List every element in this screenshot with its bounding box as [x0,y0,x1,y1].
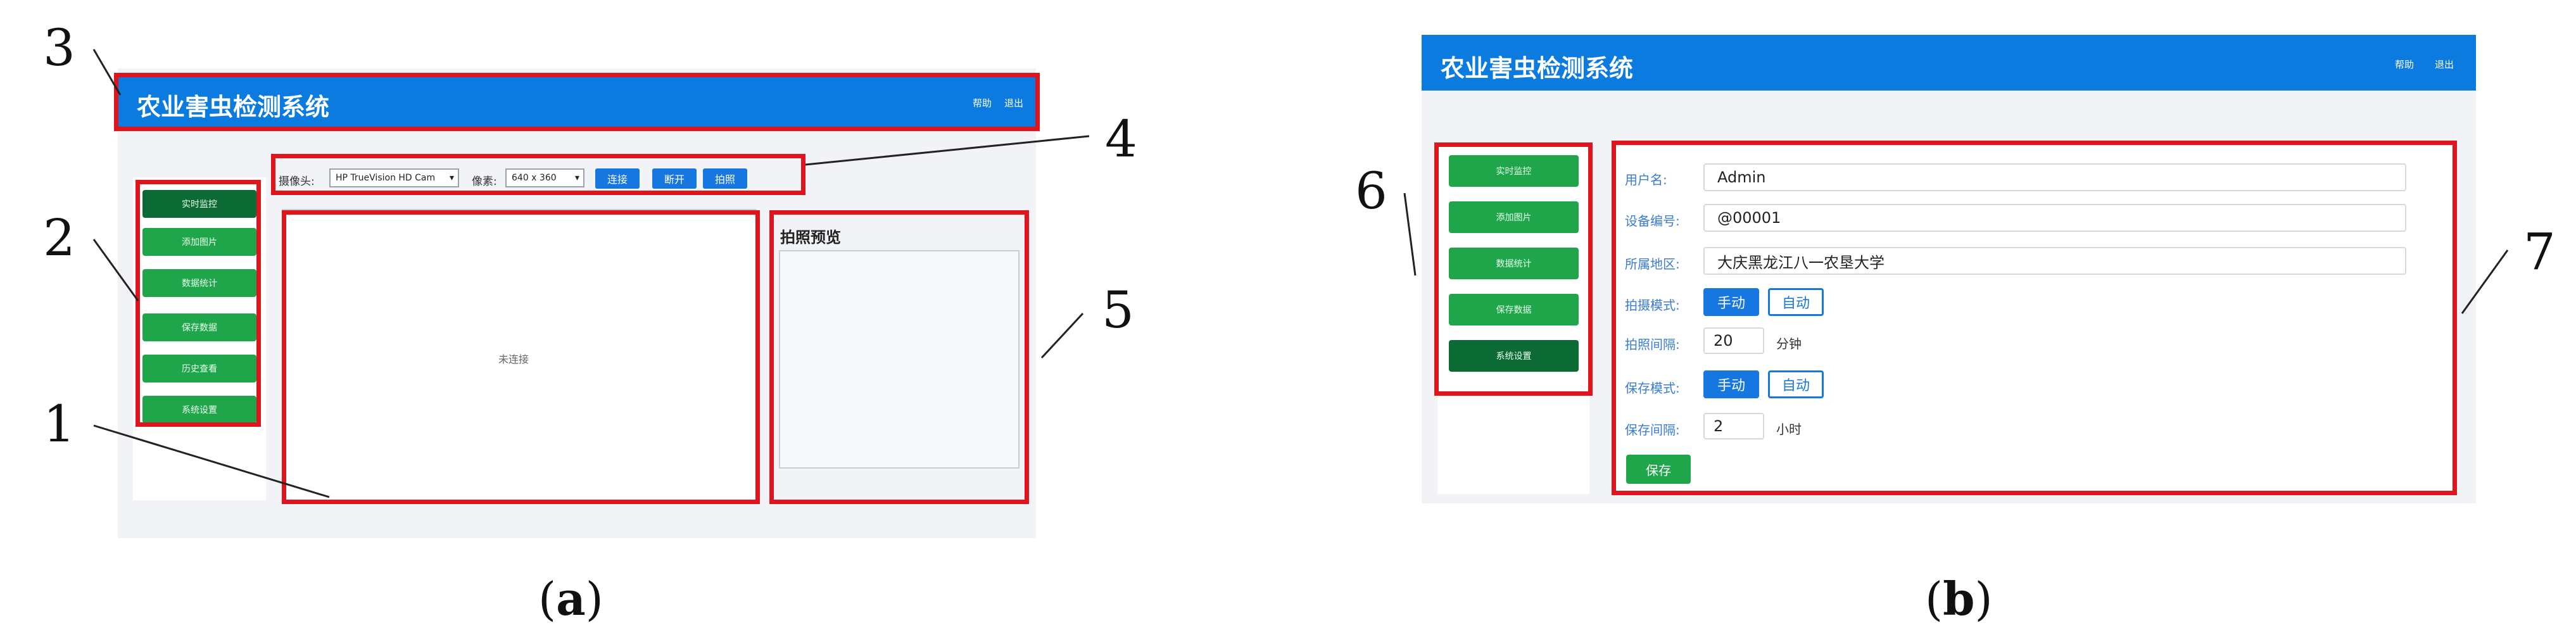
app-title: 农业害虫检测系统 [137,93,330,121]
preview-area [779,250,1020,469]
sidebar-item-add-image[interactable]: 添加图片 [142,228,256,256]
chevron-down-icon: ▾ [449,173,454,183]
highlight-box-5 [769,210,1029,504]
sidebar-item-label: 实时监控 [1496,167,1532,177]
resolution-label: 像素: [472,175,497,188]
sidebar-item-add-image[interactable]: 添加图片 [1449,201,1579,233]
username-field[interactable]: Admin [1703,163,2406,191]
sidebar-item-settings[interactable]: 系统设置 [142,396,256,424]
panel-a-app-header: 农业害虫检测系统 帮助 退出 [118,76,1036,128]
sidebar-item-save-data[interactable]: 保存数据 [142,313,256,341]
leader-line-7 [2461,249,2509,314]
leader-line-2 [92,239,139,301]
help-link[interactable]: 帮助 [2395,59,2415,70]
video-placeholder-text: 未连接 [498,353,529,365]
leader-line-3 [92,49,122,96]
callout-3: 3 [43,18,75,77]
capture-mode-manual-button[interactable]: 手动 [1703,288,1759,316]
leader-line-4 [805,135,1090,166]
save-interval-unit: 小时 [1776,422,1802,437]
save-mode-auto-button[interactable]: 自动 [1768,370,1824,398]
highlight-box-6 [1434,142,1593,396]
capture-mode-auto-button[interactable]: 自动 [1768,288,1824,316]
help-link[interactable]: 帮助 [973,98,992,109]
capture-interval-field[interactable]: 20 [1703,327,1764,354]
sidebar-item-settings[interactable]: 系统设置 [1449,340,1579,372]
camera-label: 摄像头: [279,175,315,188]
callout-2: 2 [43,208,75,267]
logout-link[interactable]: 退出 [2435,59,2454,70]
sidebar-item-label: 系统设置 [1496,351,1532,362]
capture-mode-label: 拍摄模式: [1625,298,1680,313]
disconnect-button[interactable]: 断开 [652,168,697,189]
resolution-select[interactable]: 640 x 360 ▾ [505,168,584,187]
callout-7: 7 [2523,222,2556,281]
callout-6: 6 [1355,161,1387,220]
app-title: 农业害虫检测系统 [1441,54,1634,82]
save-mode-label: 保存模式: [1625,381,1680,396]
highlight-box-7 [1612,141,2457,495]
video-view: 未连接 [282,209,757,502]
sidebar-item-label: 数据统计 [182,279,217,289]
region-field[interactable]: 大庆黑龙江八一农垦大学 [1703,247,2406,275]
preview-title: 拍照预览 [780,229,841,246]
sidebar-item-statistics[interactable]: 数据统计 [142,269,256,297]
region-label: 所属地区: [1625,256,1680,272]
capture-interval-label: 拍照间隔: [1625,337,1680,352]
callout-1: 1 [43,395,75,453]
save-button[interactable]: 保存 [1626,455,1691,484]
sidebar-item-label: 历史查看 [182,364,217,374]
save-interval-label: 保存间隔: [1625,422,1680,438]
sidebar-item-label: 数据统计 [1496,259,1532,269]
device-id-label: 设备编号: [1625,213,1680,229]
leader-line-6 [1403,193,1417,276]
callout-5: 5 [1102,281,1134,339]
highlight-box-4 [271,154,805,195]
callout-4: 4 [1105,110,1137,168]
chevron-down-icon: ▾ [574,173,579,183]
panel-b-app-header: 农业害虫检测系统 帮助 退出 [1422,35,2476,91]
leader-line-5 [1040,312,1084,359]
sidebar-item-label: 保存数据 [1496,305,1532,315]
sidebar-item-label: 添加图片 [1496,213,1532,223]
sidebar-item-label: 系统设置 [182,405,217,415]
sidebar-item-label: 保存数据 [182,323,217,333]
camera-select[interactable]: HP TrueVision HD Cam ▾ [329,168,459,187]
sidebar-item-label: 添加图片 [182,237,217,248]
highlight-box-1 [282,210,760,504]
sidebar-item-history[interactable]: 历史查看 [142,355,256,382]
highlight-box-3 [114,73,1040,131]
highlight-box-2 [136,180,261,427]
logout-link[interactable]: 退出 [1004,98,1024,109]
leader-line-1 [93,424,330,498]
capture-button[interactable]: 拍照 [703,168,747,189]
username-label: 用户名: [1625,172,1667,187]
device-id-field[interactable]: @00001 [1703,204,2406,232]
save-mode-manual-button[interactable]: 手动 [1703,370,1759,398]
caption-a: (a) [538,572,603,626]
camera-select-value: HP TrueVision HD Cam [336,173,436,183]
sidebar-item-save-data[interactable]: 保存数据 [1449,294,1579,325]
connect-button[interactable]: 连接 [595,168,640,189]
sidebar-item-realtime[interactable]: 实时监控 [142,190,256,218]
sidebar-item-statistics[interactable]: 数据统计 [1449,248,1579,279]
capture-interval-unit: 分钟 [1776,336,1802,351]
resolution-select-value: 640 x 360 [512,173,557,183]
save-interval-field[interactable]: 2 [1703,413,1764,439]
sidebar-item-label: 实时监控 [182,199,217,210]
caption-b: (b) [1925,572,1993,626]
sidebar-item-realtime[interactable]: 实时监控 [1449,155,1579,187]
